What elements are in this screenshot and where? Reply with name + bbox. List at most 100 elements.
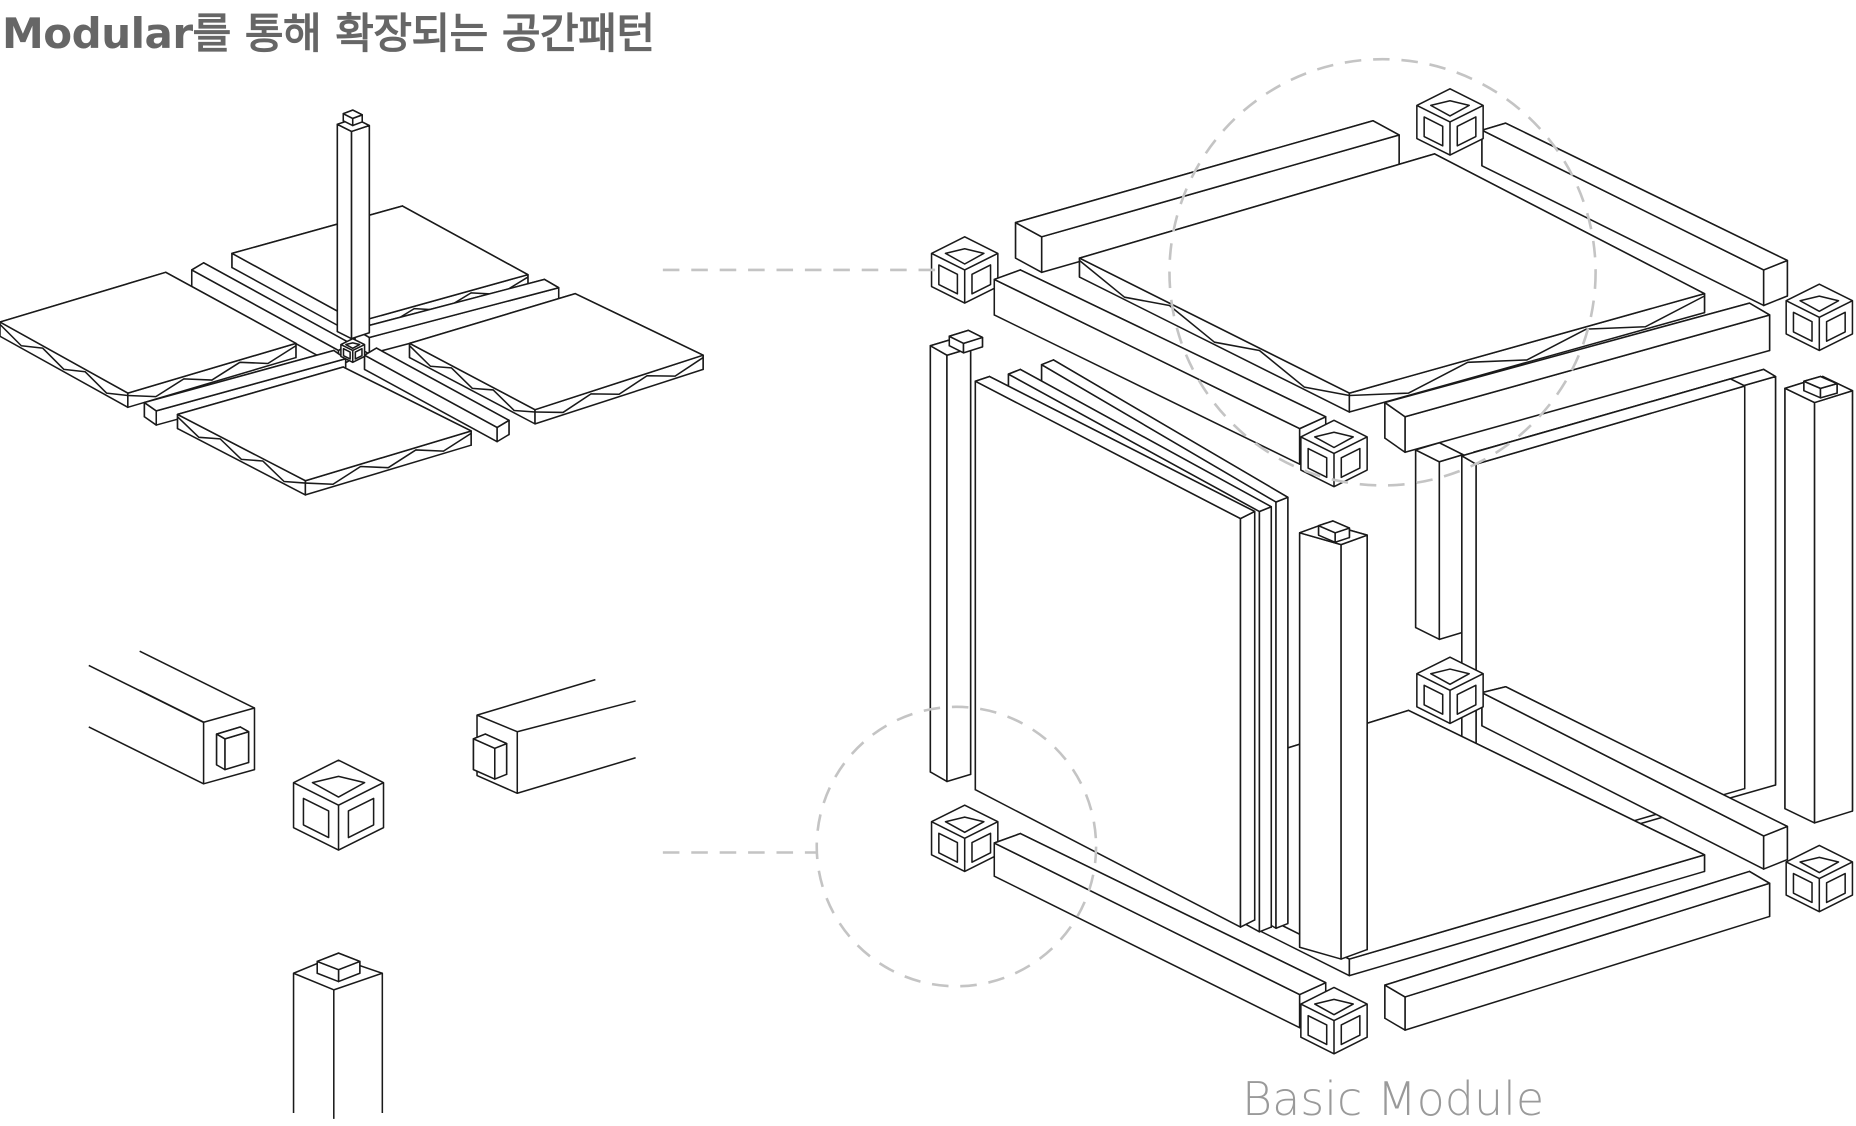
connector-top-back (1416, 88, 1484, 156)
drawing-stroke (1792, 311, 1813, 342)
drawing-stroke (1275, 496, 1289, 930)
drawing-stroke (347, 797, 375, 839)
back-column (1414, 442, 1464, 641)
drawing-stroke (1430, 99, 1470, 117)
wall-panel-front (974, 375, 1256, 928)
drawing-stroke (993, 832, 1327, 996)
drawing-stroke (342, 347, 351, 360)
drawing-stroke (338, 781, 384, 806)
drawing-stroke (476, 678, 596, 716)
drawing-stroke (1818, 300, 1853, 319)
drawing-stroke (938, 264, 959, 295)
floor-plate-left (0, 271, 297, 409)
top-plate-truss-a (1079, 259, 1350, 397)
connector-top-right (1785, 283, 1854, 352)
connector-top-front (1300, 419, 1368, 488)
connector-bottom-front (1300, 986, 1368, 1055)
drawing-stroke (302, 797, 330, 839)
drawing-stroke (215, 733, 226, 771)
drawing-stroke (0, 271, 297, 394)
drawing-stroke (0, 323, 128, 397)
drawing-stroke (215, 726, 250, 740)
column-cap (342, 109, 363, 127)
drawing-stroke (409, 345, 536, 413)
drawing-stroke (535, 356, 704, 414)
drawing-stroke (1449, 104, 1484, 123)
truss-front-a (177, 416, 306, 484)
drawing-stroke (1340, 447, 1361, 479)
drawing-stroke (1438, 453, 1464, 641)
drawing-stroke (177, 416, 306, 484)
drawing-stroke (1461, 378, 1746, 465)
drawing-stroke (1307, 447, 1328, 479)
drawing-stroke (517, 700, 636, 733)
drawing-stroke (1014, 120, 1400, 238)
drawing-stroke (1340, 1014, 1361, 1046)
drawing-stroke (971, 264, 992, 295)
drawing-stroke (946, 347, 972, 783)
front-column-cap (1317, 520, 1351, 544)
bottom-front-right-beam (1384, 870, 1771, 1031)
column-center (336, 117, 371, 340)
drawing-stroke (1416, 673, 1451, 691)
drawing-stroke (1416, 104, 1451, 123)
truss-front-b (305, 432, 472, 486)
drawing-stroke (1300, 436, 1335, 455)
beam-part-right-pin (472, 733, 508, 780)
right-panel (1461, 378, 1746, 868)
connector-bottom-left (930, 804, 999, 873)
drawing-stroke (964, 821, 999, 839)
connector-center (340, 337, 366, 364)
drawing-stroke (494, 742, 508, 780)
connector-bottom-back (1416, 656, 1484, 725)
drawing-stroke (929, 344, 948, 783)
drawing-stroke (931, 252, 966, 271)
drawing-stroke (1813, 389, 1854, 824)
drawing-stroke (1785, 300, 1820, 319)
diagram-title: Modular를 통해 확장되는 공간패턴 (2, 9, 655, 58)
floor-plate-right (408, 292, 704, 425)
drawing-stroke (1384, 870, 1771, 998)
drawing-stroke (354, 347, 363, 360)
drawing-stroke (1239, 510, 1256, 928)
drawing-stroke (964, 252, 999, 271)
drawing-stroke (88, 726, 204, 785)
drawing-stroke (1784, 387, 1816, 824)
drawing-stroke (472, 733, 508, 750)
drawing-stroke (176, 366, 472, 482)
drawing-stroke (340, 343, 354, 352)
drawing-stroke (1785, 861, 1820, 880)
drawing-stroke (1799, 856, 1840, 874)
drawing-stroke (993, 269, 1327, 430)
drawing-stroke (1481, 685, 1789, 837)
drawing-stroke (350, 124, 371, 340)
connector-top-left (930, 236, 999, 304)
drawing-stroke (363, 347, 510, 429)
drawing-stroke (1818, 861, 1853, 880)
beam-left-back (190, 262, 352, 368)
callout-circle-top (1168, 57, 1597, 487)
drawing-stroke (1317, 520, 1351, 534)
drawing-stroke (336, 123, 353, 340)
left-column (929, 337, 972, 783)
drawing-stroke (1799, 295, 1840, 313)
drawing-stroke (345, 342, 361, 350)
drawing-stroke (333, 972, 383, 991)
drawing-stroke (1298, 532, 1342, 960)
drawing-stroke (974, 375, 1256, 520)
drawing-stroke (1423, 684, 1444, 715)
bottom-back-beam (1481, 685, 1789, 870)
drawing-stroke (1792, 872, 1813, 904)
callouts (662, 57, 1597, 988)
drawing-stroke (1349, 295, 1705, 397)
callout-circle-bottom (815, 705, 1098, 988)
basic-module-caption: Basic Module (1242, 1072, 1545, 1126)
drawing-stroke (1825, 311, 1846, 342)
drawing-stroke (1456, 116, 1477, 147)
drawing-stroke (944, 816, 985, 834)
drawing-stroke (408, 292, 704, 411)
top-front-left-beam (993, 269, 1327, 465)
connector-part (292, 759, 385, 851)
drawing-stroke (1449, 673, 1484, 691)
drawing-stroke (971, 832, 992, 863)
